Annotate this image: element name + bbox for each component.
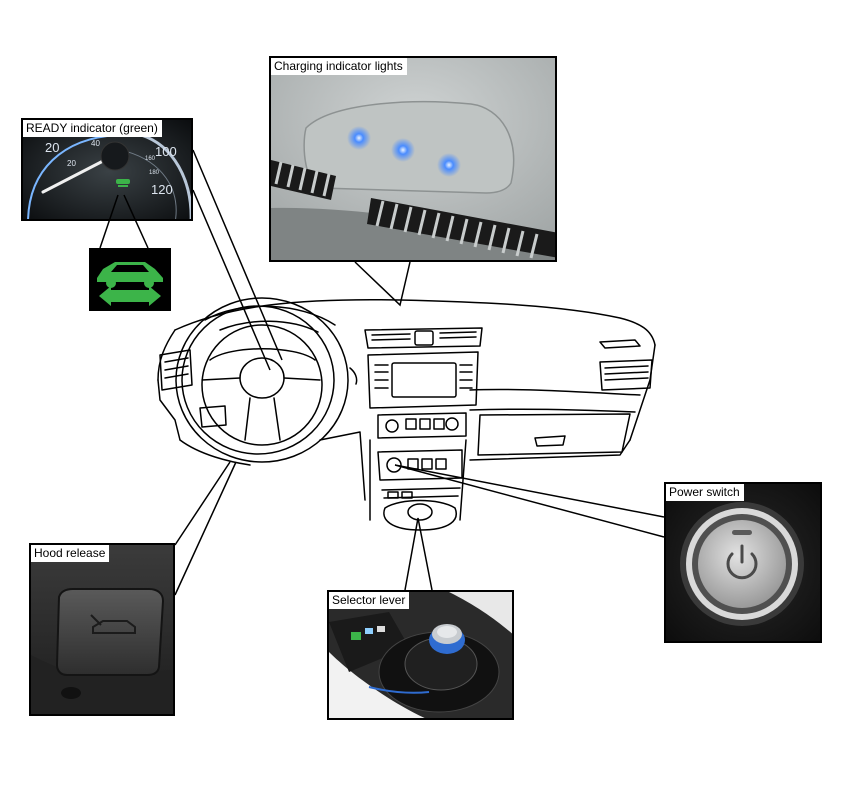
charging-label: Charging indicator lights bbox=[271, 58, 407, 75]
selector-label: Selector lever bbox=[329, 592, 410, 609]
gauge-tick-2: 40 bbox=[91, 139, 100, 148]
gauge-tick-1: 20 bbox=[45, 140, 59, 155]
gauge-tick-5: 160 bbox=[145, 156, 156, 162]
car-with-arrows-icon bbox=[89, 248, 171, 311]
selector-photo bbox=[329, 592, 512, 718]
gauge-tick-3: 20 bbox=[67, 159, 76, 168]
charging-indicator-panel: Charging indicator lights bbox=[269, 56, 557, 262]
power-switch-panel: Power switch bbox=[664, 482, 822, 643]
selector-lever-panel: Selector lever bbox=[327, 590, 514, 720]
ready-indicator-panel: 20 40 20 100 160 180 120 READY indicator… bbox=[21, 118, 193, 221]
charging-photo bbox=[271, 58, 555, 260]
gauge-tick-6: 180 bbox=[149, 170, 160, 176]
power-photo bbox=[666, 484, 820, 641]
power-symbol-icon bbox=[726, 544, 758, 580]
power-switch-button bbox=[698, 520, 786, 608]
hood-photo bbox=[31, 545, 173, 714]
charging-led-2 bbox=[391, 138, 415, 162]
power-label: Power switch bbox=[666, 484, 744, 501]
ready-indicator-lamp bbox=[116, 179, 130, 187]
gauge-tick-4: 100 bbox=[155, 144, 177, 159]
hood-open-icon bbox=[90, 614, 136, 634]
charging-led-3 bbox=[437, 153, 461, 177]
hood-release-panel: Hood release bbox=[29, 543, 175, 716]
gauge-tick-7: 120 bbox=[151, 182, 173, 197]
charging-led-1 bbox=[347, 126, 371, 150]
ready-label: READY indicator (green) bbox=[23, 120, 162, 137]
hood-label: Hood release bbox=[31, 545, 110, 562]
